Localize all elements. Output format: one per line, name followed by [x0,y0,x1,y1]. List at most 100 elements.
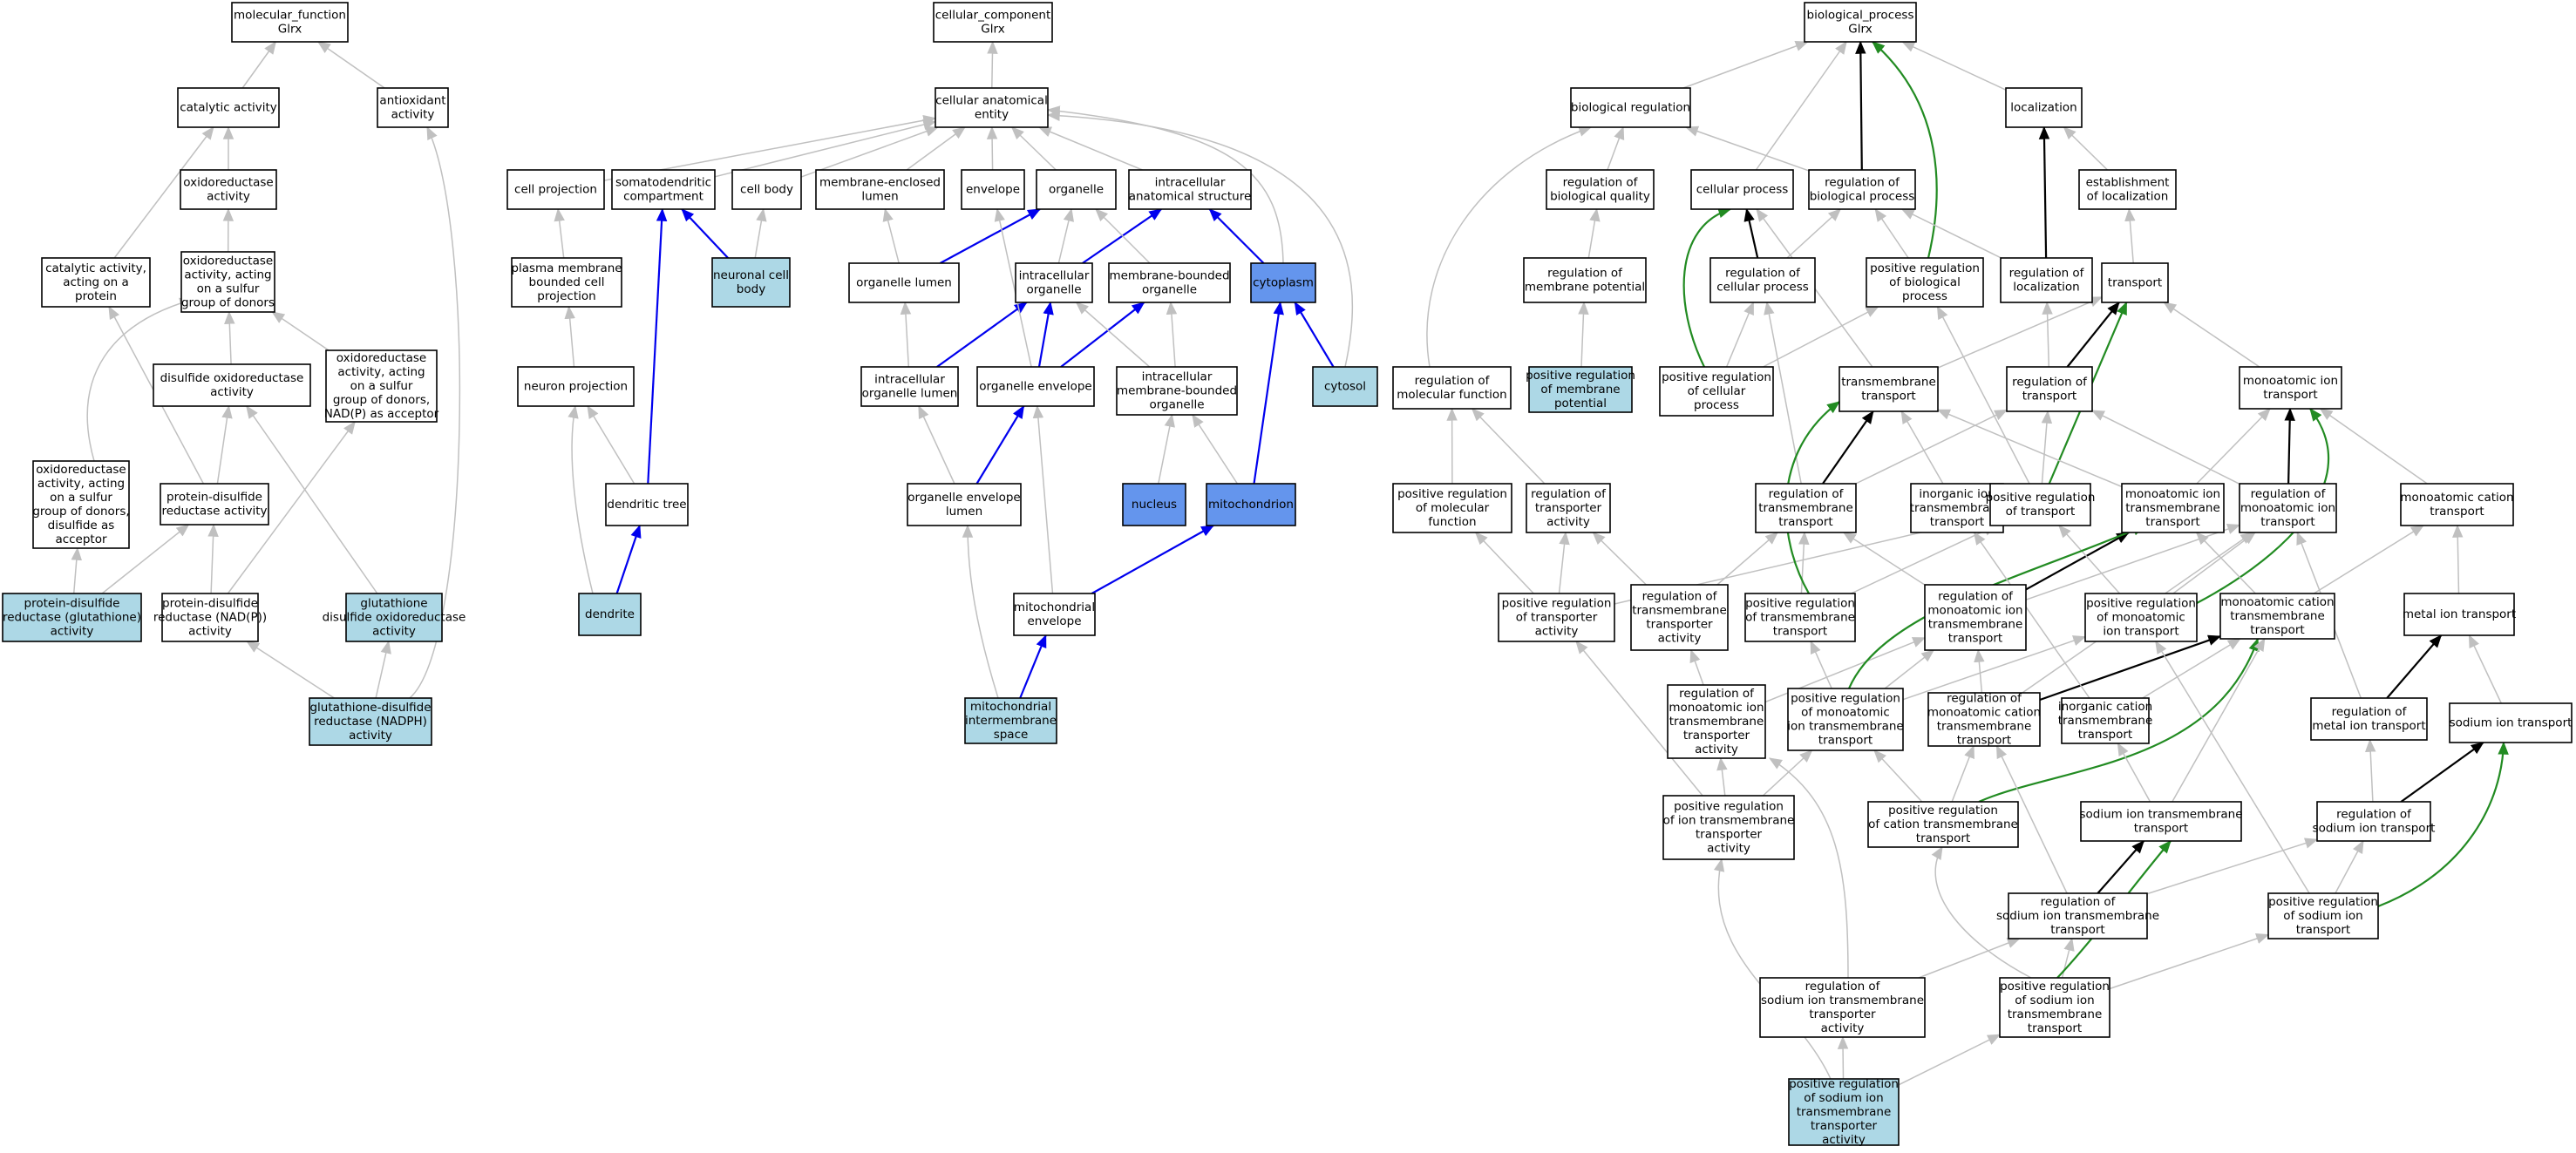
node-dend[interactable]: dendrite [578,593,642,636]
node-cytosol[interactable]: cytosol [1312,366,1378,407]
node-transport[interactable]: transport [2101,262,2169,303]
node-cyto[interactable]: cytoplasm [1250,262,1316,303]
node-cproc[interactable]: cellular process [1690,169,1794,210]
node-label-line: monoatomic ion [2243,374,2338,388]
node-nucleus[interactable]: nucleus [1122,483,1186,526]
node-mit[interactable]: metal ion transport [2403,593,2516,636]
node-dtree[interactable]: dendritic tree [605,483,689,526]
node-box [2403,593,2515,636]
node-cat[interactable]: catalytic activity [177,87,280,128]
node-sit[interactable]: sodium ion transport [2449,702,2573,743]
node-loc[interactable]: localization [2005,87,2083,128]
node-label-line: regulation of [2012,376,2088,390]
node-breg[interactable]: biological regulation [1570,87,1691,128]
node-label-line: cellular anatomical [935,94,1048,108]
node-mito[interactable]: mitochondrion [1206,483,1296,526]
node-cproj[interactable]: cell projection [506,169,605,210]
node-rtmta[interactable]: regulation oftransmembranetransporteract… [1630,584,1729,651]
node-box [1036,169,1117,210]
node-org[interactable]: organelle [1036,169,1117,210]
node-cbody[interactable]: cell body [731,169,802,210]
node-orgenv[interactable]: organelle envelope [976,366,1095,407]
node-label-line: localization [2013,281,2079,295]
node-label-line: transport [2250,623,2304,637]
edge-pdrnad-to-pdr [207,523,219,594]
node-box [1866,257,1984,308]
node-nproj[interactable]: neuron projection [517,366,635,407]
node-orglum[interactable]: organelle lumen [848,262,960,303]
edge-orglum-to-mel [882,207,900,264]
node-env[interactable]: envelope [961,169,1025,210]
node-label-line: mitochondrion [1208,498,1294,512]
